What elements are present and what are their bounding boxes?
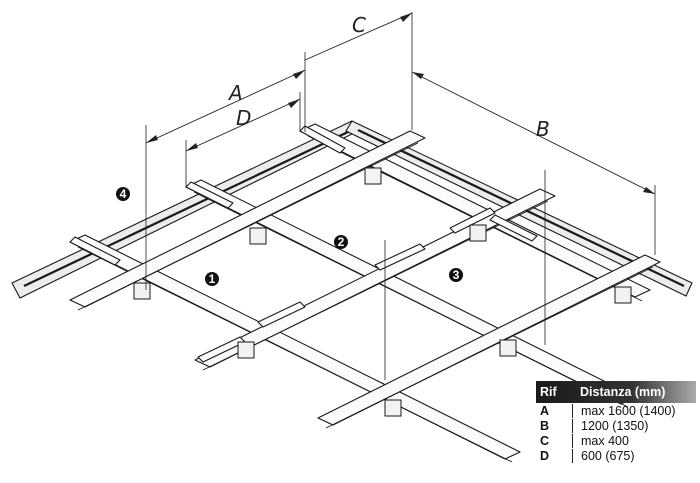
- wall-channel-left: [11, 120, 359, 299]
- legend-row-value: 600 (675): [572, 448, 696, 463]
- legend-row: C max 400: [536, 433, 696, 448]
- legend-row: D 600 (675): [536, 448, 696, 463]
- marker-2: 2: [334, 235, 348, 249]
- legend-row: A max 1600 (1400): [536, 403, 696, 418]
- legend-row: B 1200 (1350): [536, 418, 696, 433]
- legend-row-ref: D: [540, 448, 550, 463]
- dim-label-c: C: [352, 13, 366, 37]
- cross-runners: [69, 130, 661, 429]
- legend-header: Rif Distanza (mm): [536, 381, 696, 403]
- marker-4-text: 4: [120, 187, 127, 201]
- dimension-lines: [145, 12, 656, 380]
- legend-row-value: max 1600 (1400): [572, 403, 696, 418]
- legend-row-ref: C: [540, 433, 550, 448]
- marker-2-text: 2: [338, 235, 345, 249]
- marker-1-text: 1: [209, 272, 216, 286]
- legend-row-ref: B: [540, 418, 550, 433]
- marker-3-text: 3: [453, 268, 460, 282]
- distance-legend-table: Rif Distanza (mm) A max 1600 (1400) B 12…: [536, 381, 696, 463]
- legend-rows: A max 1600 (1400) B 1200 (1350) C max 40…: [536, 403, 696, 463]
- legend-row-ref: A: [540, 403, 550, 418]
- marker-4: 4: [116, 187, 130, 201]
- marker-3: 3: [449, 268, 463, 282]
- primary-beams: [69, 123, 651, 463]
- tee-stubs: [69, 125, 538, 363]
- dim-label-b: B: [536, 117, 550, 141]
- legend-row-value: max 400: [572, 433, 696, 448]
- legend-header-distance: Distanza (mm): [580, 385, 666, 399]
- dim-label-a: A: [227, 81, 243, 105]
- legend-row-value: 1200 (1350): [572, 418, 696, 433]
- legend-header-ref: Rif: [540, 385, 557, 399]
- marker-1: 1: [205, 272, 219, 286]
- dim-label-d: D: [236, 106, 251, 130]
